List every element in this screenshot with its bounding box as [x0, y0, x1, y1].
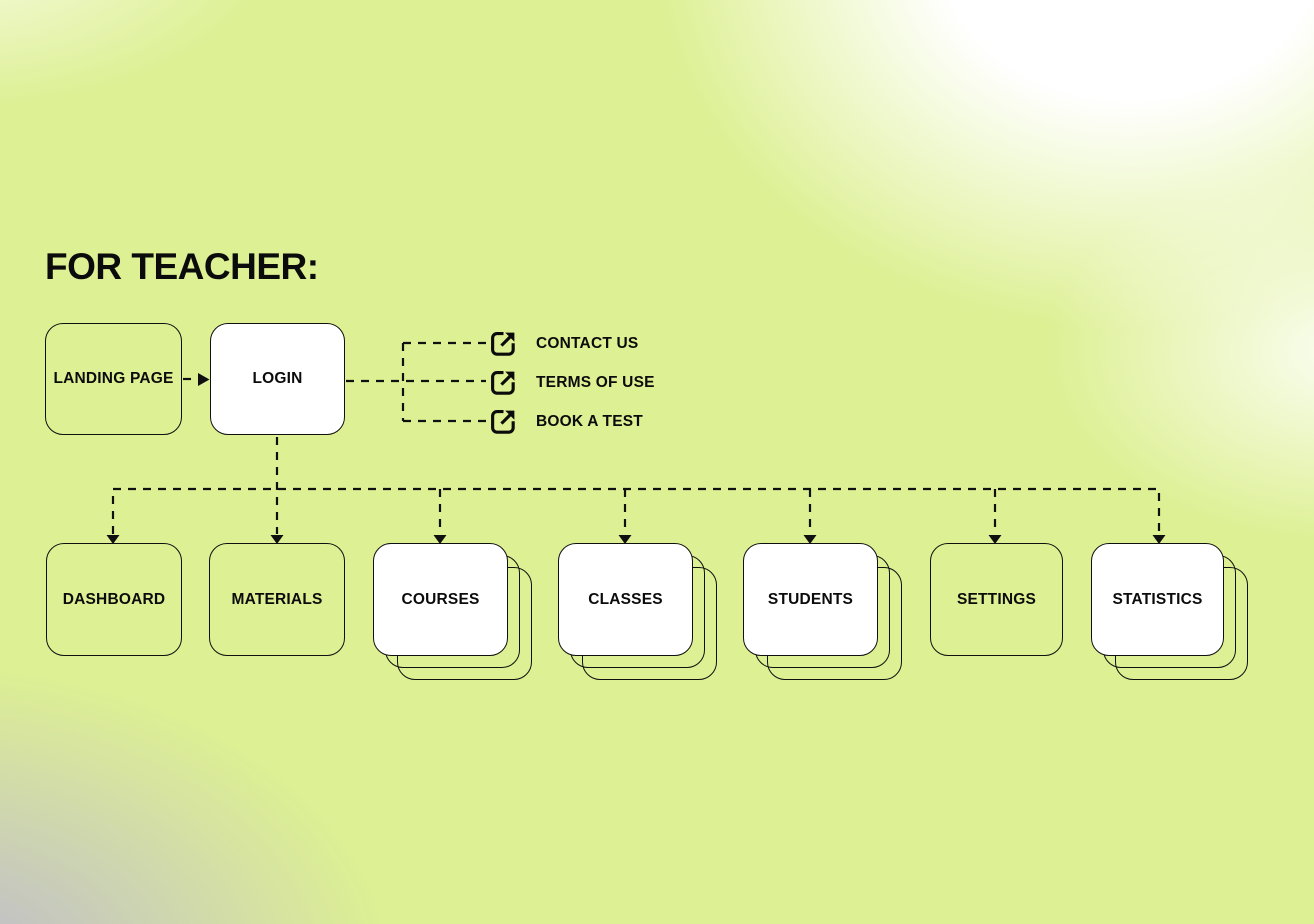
node-card: STUDENTS [743, 543, 878, 656]
node-label: LANDING PAGE [53, 370, 174, 387]
node-statistics[interactable]: STATISTICS [1091, 543, 1248, 680]
node-dashboard[interactable]: DASHBOARD [46, 543, 182, 656]
node-login[interactable]: LOGIN [210, 323, 345, 435]
link-contact-us[interactable]: CONTACT US [489, 329, 638, 358]
arrowheads [106, 373, 1166, 544]
node-label: CLASSES [588, 590, 663, 608]
node-card: LOGIN [210, 323, 345, 435]
node-card: SETTINGS [930, 543, 1063, 656]
node-card: LANDING PAGE [45, 323, 182, 435]
link-label: TERMS OF USE [536, 373, 655, 391]
link-label: BOOK A TEST [536, 412, 643, 430]
external-link-icon [489, 368, 518, 397]
page-title: FOR TEACHER: [45, 246, 319, 287]
node-label: LOGIN [252, 370, 303, 387]
dashed-connectors [111, 341, 1161, 534]
node-label: DASHBOARD [62, 590, 166, 608]
node-courses[interactable]: COURSES [373, 543, 532, 680]
node-label: MATERIALS [231, 590, 323, 608]
node-card: MATERIALS [209, 543, 345, 656]
node-label: SETTINGS [956, 590, 1037, 608]
node-materials[interactable]: MATERIALS [209, 543, 345, 656]
link-label: CONTACT US [536, 334, 639, 352]
external-link-icon [489, 407, 518, 436]
link-terms-of-use[interactable]: TERMS OF USE [489, 368, 655, 397]
external-link-icon [489, 329, 518, 358]
node-card: CLASSES [558, 543, 693, 656]
node-landing-page[interactable]: LANDING PAGE [45, 323, 182, 435]
node-label: STATISTICS [1112, 590, 1203, 608]
node-card: STATISTICS [1091, 543, 1224, 656]
link-book-a-test[interactable]: BOOK A TEST [489, 407, 643, 436]
node-card: COURSES [373, 543, 508, 656]
node-students[interactable]: STUDENTS [743, 543, 902, 680]
node-card: DASHBOARD [46, 543, 182, 656]
node-settings[interactable]: SETTINGS [930, 543, 1063, 656]
node-label: COURSES [401, 590, 480, 608]
node-label: STUDENTS [767, 590, 854, 608]
node-classes[interactable]: CLASSES [558, 543, 717, 680]
